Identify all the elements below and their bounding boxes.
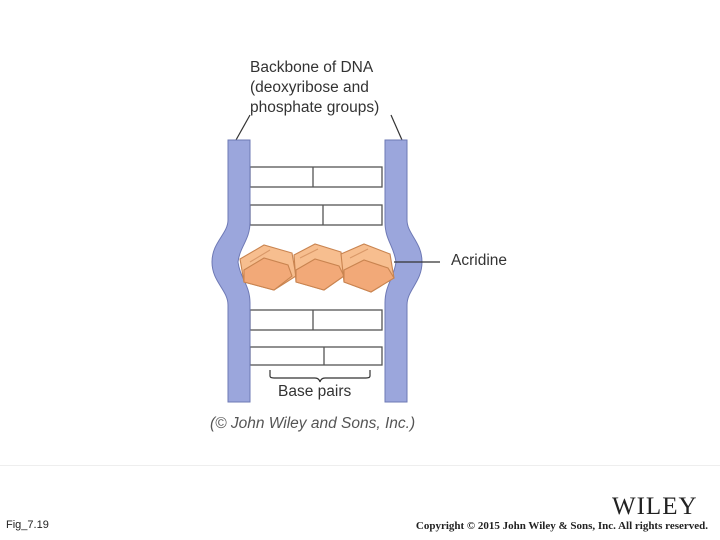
backbone-label: Backbone of DNA (deoxyribose and phospha… — [250, 58, 420, 118]
image-credit: (© John Wiley and Sons, Inc.) — [210, 414, 415, 434]
base-pairs-lower — [250, 310, 382, 365]
footer-divider — [0, 465, 720, 466]
backbone-label-line-1: Backbone of DNA — [250, 58, 420, 78]
copyright-notice: Copyright © 2015 John Wiley & Sons, Inc.… — [416, 520, 708, 532]
acridine-label: Acridine — [451, 251, 507, 271]
backbone-label-line-2: (deoxyribose and — [250, 78, 420, 98]
wiley-logo: WILEY — [612, 493, 698, 521]
base-pairs-label: Base pairs — [278, 382, 351, 402]
base-pairs-brace — [270, 370, 370, 382]
acridine-molecule — [240, 244, 394, 292]
backbone-leader-right — [391, 115, 402, 140]
figure-label: Fig_7.19 — [6, 519, 49, 531]
backbone-leader-left — [236, 115, 250, 140]
backbone-label-line-3: phosphate groups) — [250, 98, 420, 118]
base-pairs-upper — [250, 167, 382, 225]
